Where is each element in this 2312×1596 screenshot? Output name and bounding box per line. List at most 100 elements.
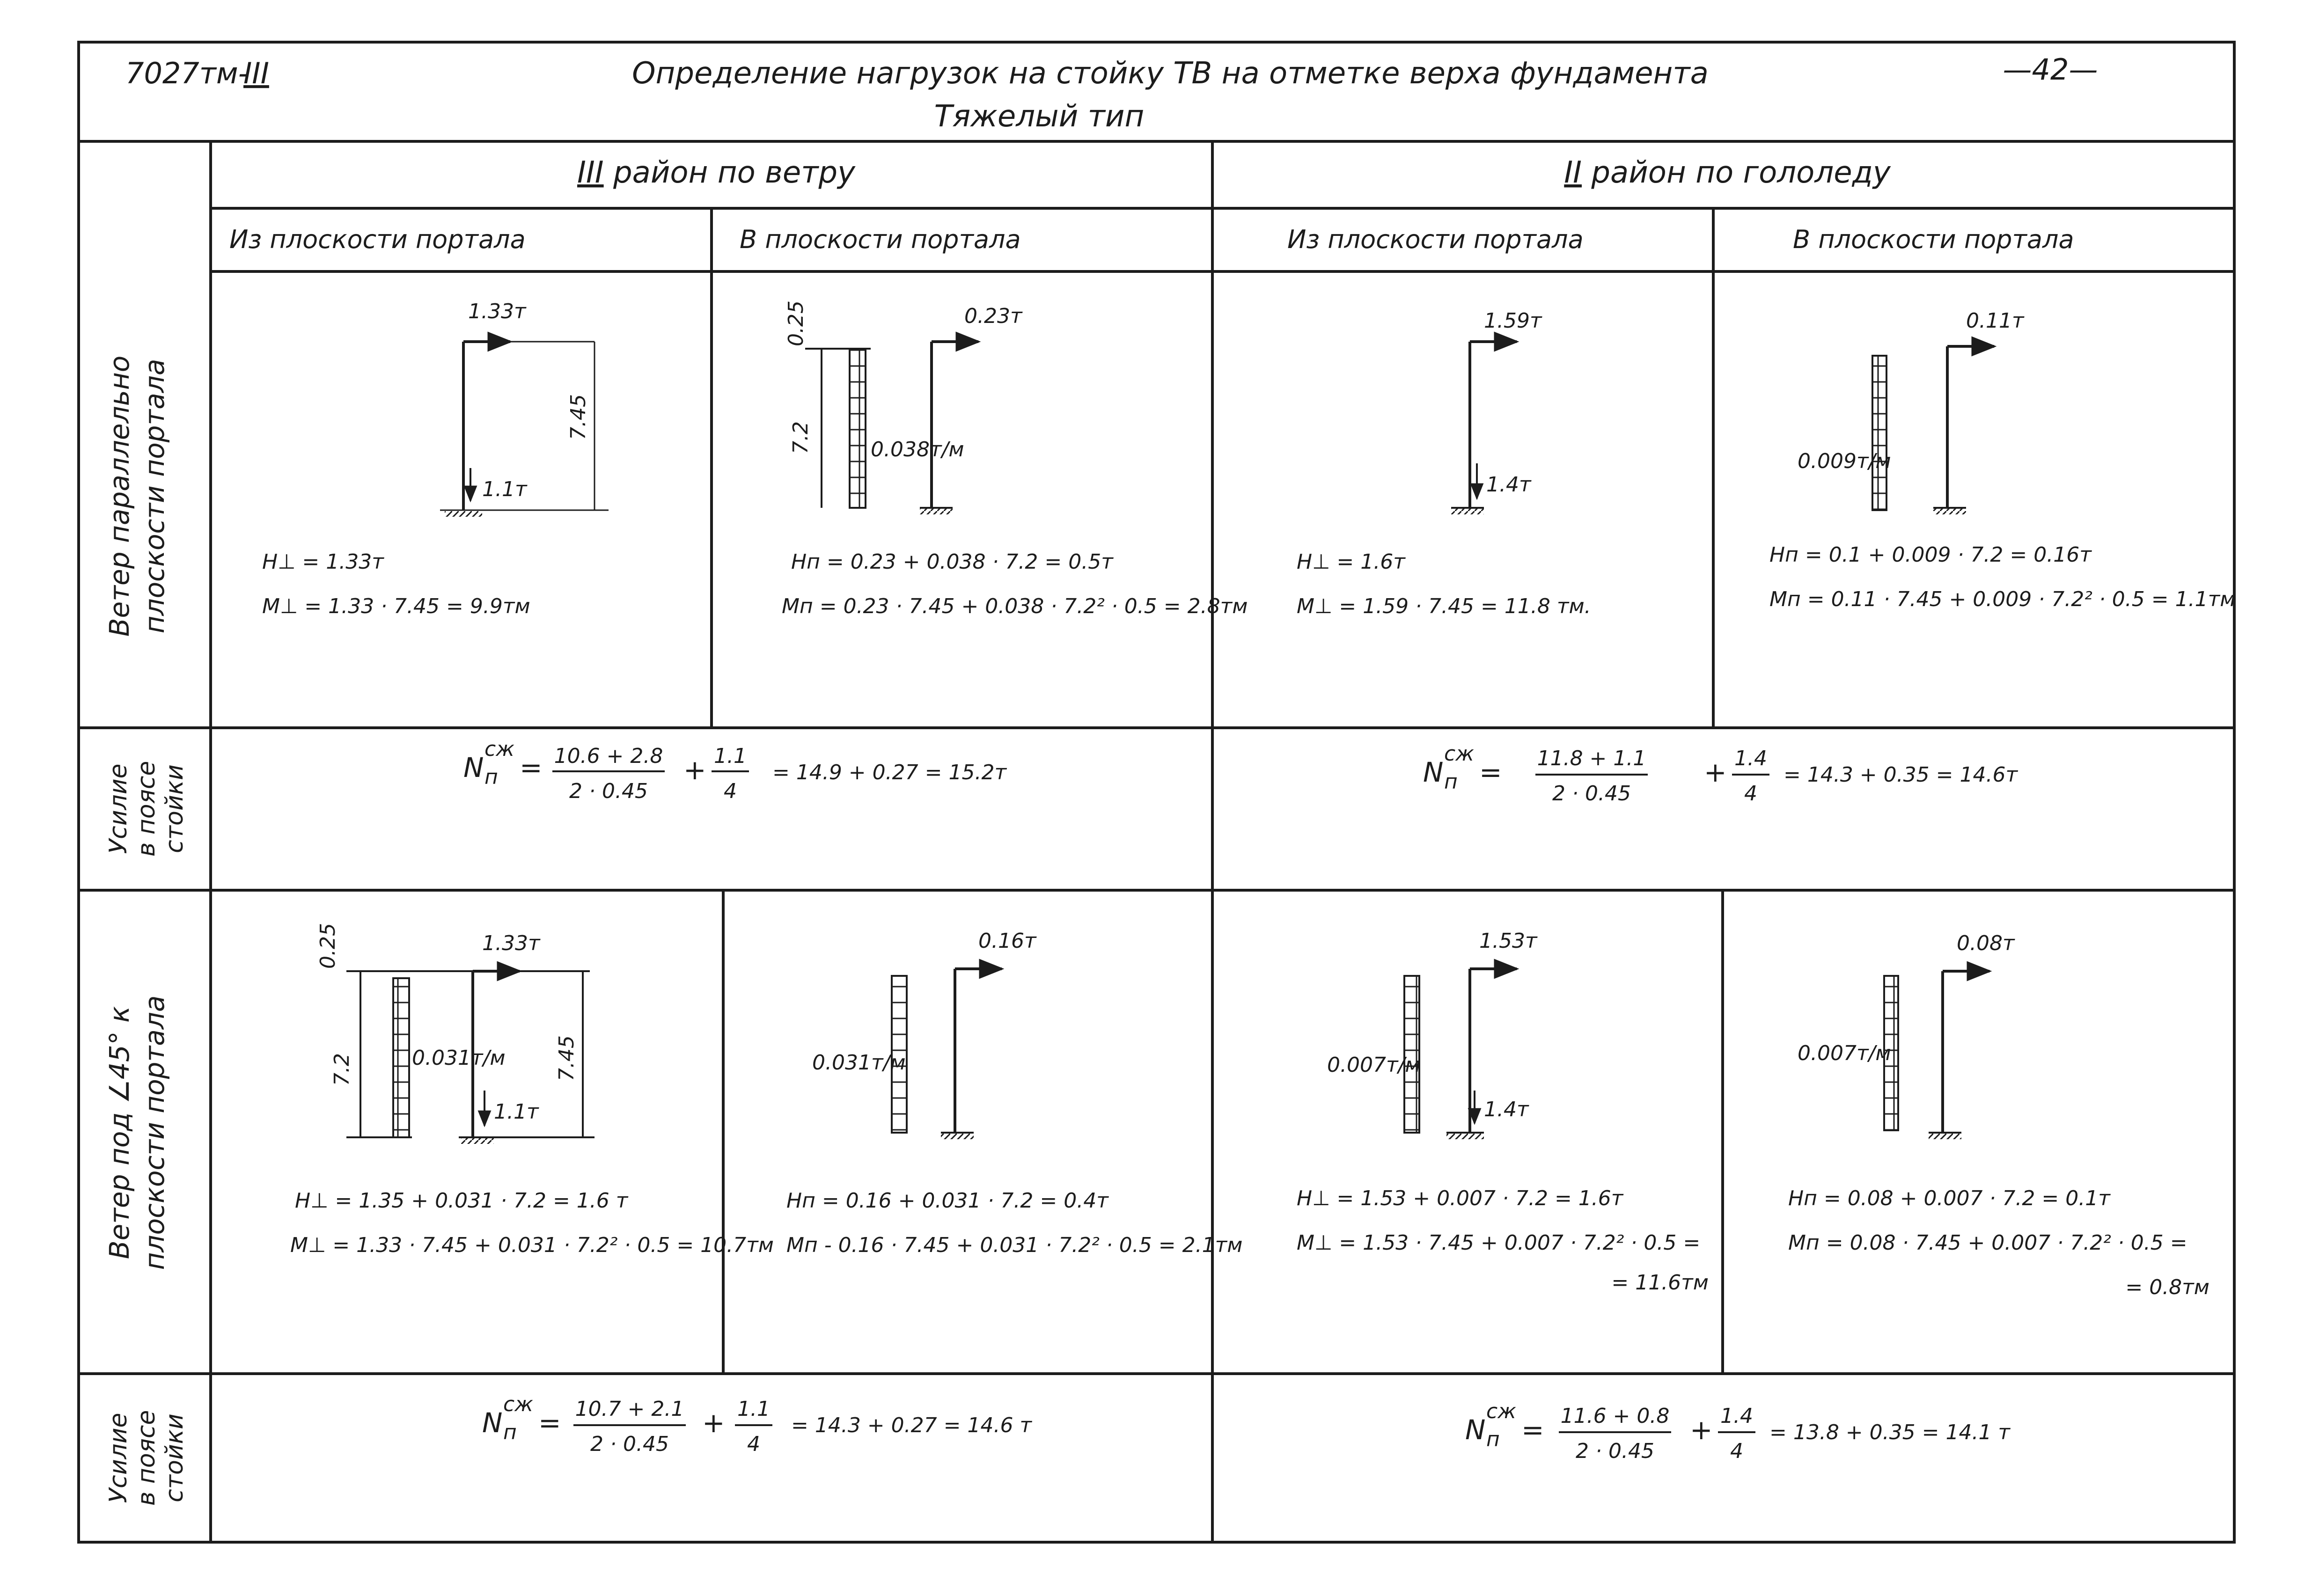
r1c2-load-label: 0.23т	[964, 304, 1023, 328]
row-diagonal-label-1: Ветер под ∠45° к	[103, 1006, 135, 1259]
col-ice-out-of-plane: Из плоскости портала	[1287, 225, 1584, 254]
row-force-label-2: в поясе	[132, 761, 161, 857]
f1l-sub: п	[484, 765, 498, 789]
r2c1-height-left-label: 7.2	[330, 1053, 354, 1086]
r1c2-top-label: 0.25	[784, 300, 808, 346]
diagram-r2-c4: 0.08т 0.007т/м Нп = 0.08 + 0.007 · 7.2 =…	[1788, 931, 2209, 1299]
diagram-r2-c3: 1.53т 0.007т/м 1.4т Н⊥ = 1.53 + 0.007 · …	[1297, 929, 1709, 1295]
row-force2-label-3: стойки	[161, 1413, 189, 1502]
f1r-sub: п	[1444, 770, 1458, 794]
r1c4-m-formula: Мп = 0.11 · 7.45 + 0.009 · 7.2² · 0.5 = …	[1769, 587, 2235, 611]
r2c1-support-label: 1.1т	[494, 1100, 539, 1124]
r2c3-dist-label: 0.007т/м	[1327, 1053, 1421, 1077]
diagram-r1-c2: 0.25 7.2 0.038т/м 0.23т Нп = 0.23 + 0.03…	[782, 300, 1248, 618]
r2c1-h-formula: Н⊥ = 1.35 + 0.031 · 7.2 = 1.6 т	[295, 1189, 629, 1213]
r1c3-m-formula: М⊥ = 1.59 · 7.45 = 11.8 тм.	[1297, 594, 1591, 618]
f2l-den2: 4	[747, 1432, 760, 1456]
r1c1-load-label: 1.33т	[468, 300, 527, 323]
table-grid	[77, 41, 2236, 1544]
col-wind-out-of-plane: Из плоскости портала	[229, 225, 526, 254]
row-force-label-3: стойки	[161, 764, 189, 853]
force-formula-row1-left: N сж п = 10.6 + 2.8 2 · 0.45 + 1.1 4 = 1…	[463, 737, 1007, 803]
r2c4-m-formula: Мп = 0.08 · 7.45 + 0.007 · 7.2² · 0.5 =	[1788, 1231, 2187, 1255]
f1l-den2: 4	[724, 779, 737, 803]
ice-region-header: II район по гололеду	[1564, 155, 1891, 190]
diagram-r2-c1: 0.25 1.33т 7.2 0.031т/м 1.1т 7.45 Н⊥ = 1…	[290, 923, 774, 1257]
f2r-plus: +	[1690, 1414, 1713, 1446]
r2c1-m-formula: М⊥ = 1.33 · 7.45 + 0.031 · 7.2² · 0.5 = …	[290, 1233, 774, 1257]
f2l-eq: =	[538, 1407, 561, 1439]
row-force-label-1: Усилие	[104, 763, 132, 854]
force-formula-row2-left: N сж п = 10.7 + 2.1 2 · 0.45 + 1.1 4 = 1…	[482, 1392, 1032, 1456]
f2l-num2: 1.1	[737, 1397, 770, 1421]
f1l-plus: +	[683, 754, 706, 786]
r1c1-m-formula: М⊥ = 1.33 · 7.45 = 9.9тм	[262, 594, 530, 618]
f1r-num2: 1.4	[1734, 747, 1767, 770]
f1r-plus: +	[1704, 756, 1727, 788]
row-diagonal-label-2: плоскости портала	[139, 996, 170, 1270]
f1l-symbol: N	[463, 752, 484, 783]
r2c3-support-label: 1.4т	[1484, 1098, 1529, 1121]
r1c2-h-formula: Нп = 0.23 + 0.038 · 7.2 = 0.5т	[791, 550, 1114, 574]
doc-code: 7027тм-	[125, 56, 249, 90]
f1r-rest: = 14.3 + 0.35 = 14.6т	[1784, 763, 2018, 787]
f1l-rest: = 14.9 + 0.27 = 15.2т	[772, 761, 1007, 784]
r1c3-load-label: 1.59т	[1484, 309, 1542, 333]
diagram-r1-c3: 1.59т 1.4т Н⊥ = 1.6т М⊥ = 1.59 · 7.45 = …	[1297, 309, 1591, 618]
r2c4-dist-label: 0.007т/м	[1798, 1041, 1891, 1065]
r1c2-height-label: 7.2	[789, 421, 813, 454]
f2l-sup: сж	[503, 1392, 533, 1416]
column-headers: III район по ветру II район по гололеду …	[229, 155, 2074, 254]
r2c4-h-formula: Нп = 0.08 + 0.007 · 7.2 = 0.1т	[1788, 1186, 2111, 1210]
r2c2-m-formula: Мп - 0.16 · 7.45 + 0.031 · 7.2² · 0.5 = …	[786, 1233, 1242, 1257]
r2c4-load-label: 0.08т	[1957, 931, 2015, 955]
f2r-sup: сж	[1486, 1399, 1516, 1423]
r1c2-dist-label: 0.038т/м	[871, 438, 964, 461]
col-ice-in-plane: В плоскости портала	[1793, 225, 2074, 254]
f2l-rest: = 14.3 + 0.27 = 14.6 т	[791, 1413, 1032, 1437]
r1c1-h-formula: Н⊥ = 1.33т	[262, 550, 384, 574]
f2r-den2: 4	[1730, 1439, 1743, 1463]
f1r-symbol: N	[1423, 756, 1443, 788]
row-force2-label-2: в поясе	[132, 1410, 161, 1506]
page-number: —42—	[2003, 52, 2098, 87]
r1c2-m-formula: Мп = 0.23 · 7.45 + 0.038 · 7.2² · 0.5 = …	[782, 594, 1248, 618]
r2c2-dist-label: 0.031т/м	[812, 1051, 906, 1075]
r2c3-m-formula: М⊥ = 1.53 · 7.45 + 0.007 · 7.2² · 0.5 =	[1297, 1231, 1700, 1255]
f2r-num2: 1.4	[1720, 1404, 1753, 1428]
f1l-sup: сж	[484, 737, 514, 761]
f1r-num1: 11.8 + 1.1	[1537, 747, 1646, 770]
r2c1-top-label: 0.25	[316, 923, 340, 969]
force-formula-row1-right: N сж п = 11.8 + 1.1 2 · 0.45 + 1.4 4 = 1…	[1423, 742, 2018, 805]
r2c1-height-label: 7.45	[555, 1035, 579, 1081]
r2c1-dist-label: 0.031т/м	[412, 1046, 506, 1070]
f1r-eq: =	[1479, 756, 1502, 788]
f1r-den2: 4	[1744, 782, 1757, 805]
force-formula-row2-right: N сж п = 11.6 + 0.8 2 · 0.45 + 1.4 4 = 1…	[1465, 1399, 2011, 1463]
f1r-sup: сж	[1444, 742, 1474, 766]
f2r-num1: 11.6 + 0.8	[1561, 1404, 1670, 1428]
row-parallel-label-2: плоскости портала	[139, 359, 170, 634]
f1l-eq: =	[520, 752, 543, 783]
diagram-r1-c1: 1.33т 1.1т 7.45 Н⊥ = 1.33т М⊥ = 1.33 · 7…	[262, 300, 609, 618]
r1c4-load-label: 0.11т	[1966, 309, 2025, 333]
row-labels: Ветер параллельно плоскости портала Усил…	[103, 356, 189, 1506]
f2l-den1: 2 · 0.45	[590, 1432, 669, 1456]
diagram-r2-c2: 0.16т 0.031т/м Нп = 0.16 + 0.031 · 7.2 =…	[786, 929, 1242, 1257]
sheet-title: Определение нагрузок на стойку ТВ на отм…	[632, 56, 1709, 91]
r2c4-m-formula-cont: = 0.8тм	[2125, 1275, 2209, 1299]
f1l-num1: 10.6 + 2.8	[554, 744, 663, 768]
r1c4-dist-label: 0.009т/м	[1798, 449, 1891, 473]
wind-region-header: III район по ветру	[577, 155, 856, 190]
sheet-subtitle: Тяжелый тип	[934, 99, 1145, 134]
f2l-plus: +	[702, 1407, 725, 1439]
f1l-num2: 1.1	[714, 744, 747, 768]
r2c3-load-label: 1.53т	[1479, 929, 1538, 953]
r2c3-h-formula: Н⊥ = 1.53 + 0.007 · 7.2 = 1.6т	[1297, 1186, 1624, 1210]
title-block: 7027тм- III Определение нагрузок на стой…	[125, 52, 2098, 134]
r1c4-h-formula: Нп = 0.1 + 0.009 · 7.2 = 0.16т	[1769, 543, 2092, 567]
r2c2-load-label: 0.16т	[978, 929, 1037, 953]
f2l-num1: 10.7 + 2.1	[575, 1397, 684, 1421]
r2c2-h-formula: Нп = 0.16 + 0.031 · 7.2 = 0.4т	[786, 1189, 1109, 1213]
